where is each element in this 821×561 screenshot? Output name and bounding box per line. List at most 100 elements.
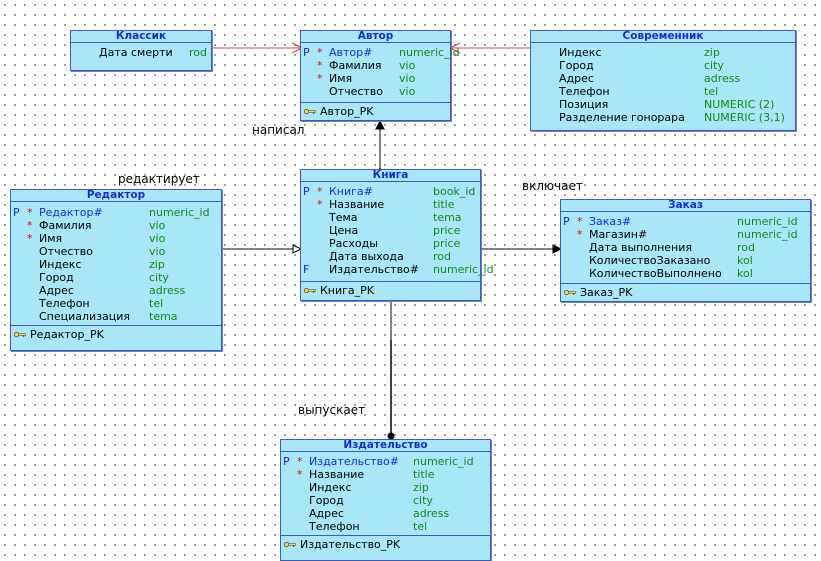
attribute-row[interactable]: Адрес adress bbox=[281, 507, 490, 520]
required-marker: * bbox=[317, 46, 323, 59]
attribute-type: tema bbox=[433, 211, 462, 224]
attribute-name: Адрес bbox=[309, 507, 344, 520]
attribute-row[interactable]: * Магазин# numeric_id bbox=[561, 228, 810, 241]
primary-key-row[interactable]: Автор_PK bbox=[301, 102, 450, 120]
attribute-type: NUMERIC (3,1) bbox=[704, 111, 785, 124]
attribute-type: book_id bbox=[433, 185, 476, 198]
primary-key-row[interactable]: Редактор_PK bbox=[11, 325, 221, 343]
entity-title: Классик bbox=[71, 31, 211, 43]
attribute-type: vio bbox=[149, 245, 166, 258]
attribute-type: numeric_id bbox=[149, 206, 210, 219]
entity-title: Автор bbox=[301, 31, 450, 43]
attribute-name: Город bbox=[559, 59, 594, 72]
attribute-row[interactable]: P*Книга#book_id bbox=[301, 185, 480, 198]
attribute-name: КоличествоВыполнено bbox=[589, 267, 722, 280]
attribute-name: Редактор# bbox=[39, 206, 103, 219]
key-icon bbox=[564, 289, 576, 296]
key-flag: F bbox=[303, 263, 310, 276]
label-vklyuchaet: включает bbox=[522, 179, 583, 193]
attribute-type: vio bbox=[399, 72, 416, 85]
attribute-name: Город bbox=[39, 271, 74, 284]
attribute-row[interactable]: Город city bbox=[531, 59, 795, 72]
attribute-name: Телефон bbox=[39, 297, 90, 310]
attribute-row[interactable]: P*Издательство#numeric_id bbox=[281, 455, 490, 468]
attribute-name: Дата выполнения bbox=[589, 241, 693, 254]
attribute-type: price bbox=[433, 237, 461, 250]
attribute-row[interactable]: Дата выполнения rod bbox=[561, 241, 810, 254]
attribute-name: Отчество bbox=[329, 85, 384, 98]
required-marker: * bbox=[27, 206, 33, 219]
attribute-type: rod bbox=[737, 241, 755, 254]
attribute-row[interactable]: Отчество vio bbox=[11, 245, 221, 258]
attribute-type: city bbox=[704, 59, 724, 72]
attribute-name: Тема bbox=[329, 211, 358, 224]
attribute-name: Отчество bbox=[39, 245, 94, 258]
attribute-name: Фамилия bbox=[39, 219, 92, 232]
attribute-type: vio bbox=[149, 232, 166, 245]
primary-key-row[interactable]: Книга_PK bbox=[301, 281, 480, 299]
attribute-name: Магазин# bbox=[589, 228, 648, 241]
attribute-type: adress bbox=[413, 507, 450, 520]
attribute-name: Телефон bbox=[559, 85, 610, 98]
attribute-row[interactable]: Тема tema bbox=[301, 211, 480, 224]
required-marker: * bbox=[297, 455, 303, 468]
attribute-name: Адрес bbox=[559, 72, 594, 85]
attribute-row[interactable]: P*Заказ#numeric_id bbox=[561, 215, 810, 228]
primary-key-label: Издательство_PK bbox=[300, 538, 401, 551]
required-marker: * bbox=[297, 468, 303, 481]
attribute-type: zip bbox=[149, 258, 165, 271]
required-marker: * bbox=[577, 228, 583, 241]
attribute-name: Город bbox=[309, 494, 344, 507]
label-redaktiruet: редактирует bbox=[118, 172, 200, 186]
attribute-row[interactable]: P*Редактор#numeric_id bbox=[11, 206, 221, 219]
entity-izdatelstvo[interactable]: Издательство P*Издательство#numeric_id*Н… bbox=[280, 439, 491, 561]
required-marker: * bbox=[317, 59, 323, 72]
entity-zakaz[interactable]: Заказ P*Заказ#numeric_id*Магазин#numeric… bbox=[560, 199, 811, 302]
attribute-name: Заказ# bbox=[589, 215, 632, 228]
key-icon bbox=[14, 331, 26, 338]
attribute-type: numeric_id bbox=[737, 228, 798, 241]
attribute-name: КоличествоЗаказано bbox=[589, 254, 711, 267]
entity-title: Книга bbox=[301, 170, 480, 182]
primary-key-label: Заказ_PK bbox=[580, 286, 633, 299]
attribute-name: Индекс bbox=[309, 481, 352, 494]
primary-key-row[interactable]: Заказ_PK bbox=[561, 283, 810, 301]
attribute-row[interactable]: P*Автор#numeric_id bbox=[301, 46, 460, 59]
attribute-name: Дата выхода bbox=[329, 250, 404, 263]
key-icon bbox=[304, 108, 316, 115]
vypuskaet-endpoint-dot bbox=[387, 432, 395, 440]
primary-key-row[interactable]: Издательство_PK bbox=[281, 535, 490, 553]
